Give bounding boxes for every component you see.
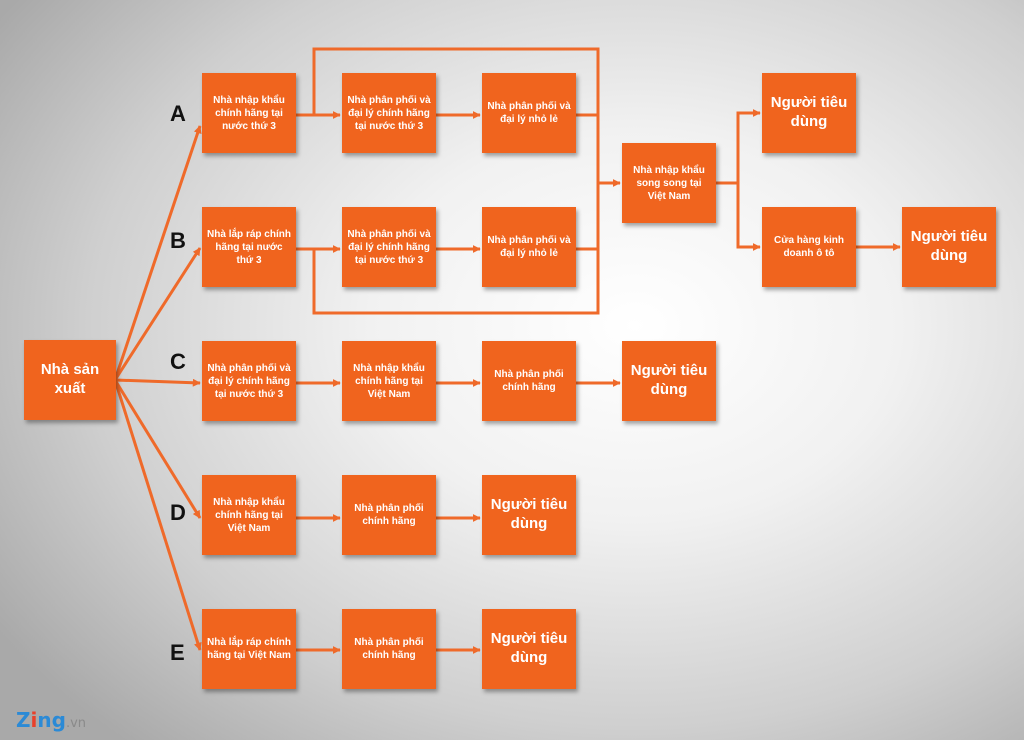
row-e-official-distributor: Nhà phân phối chính hãng	[342, 609, 436, 689]
row-e-consumer: Người tiêu dùng	[482, 609, 576, 689]
label-a: A	[170, 101, 186, 126]
row-c-importer-vietnam: Nhà nhập khẩu chính hãng tại Việt Nam	[342, 341, 436, 421]
row-b-distributor-third-country: Nhà phân phối và đại lý chính hãng tại n…	[342, 207, 436, 287]
producer-box: Nhà sản xuất	[24, 340, 116, 420]
arrow-to-dealer	[736, 183, 761, 251]
row-c-consumer: Người tiêu dùng	[622, 341, 716, 421]
logo-z: Z	[16, 708, 31, 732]
label-d: D	[170, 500, 186, 525]
row-b-small-dealer: Nhà phân phối và đại lý nhỏ lẻ	[482, 207, 576, 287]
row-d-importer-vietnam: Nhà nhập khẩu chính hãng tại Việt Nam	[202, 475, 296, 555]
logo-i: i	[30, 708, 38, 732]
consumer-box-top: Người tiêu dùng	[762, 73, 856, 153]
row-a-distributor-third-country: Nhà phân phối và đại lý chính hãng tại n…	[342, 73, 436, 153]
row-c-official-distributor: Nhà phân phối chính hãng	[482, 341, 576, 421]
label-c: C	[170, 349, 186, 374]
label-b: B	[170, 228, 186, 253]
row-b-assembler-third-country: Nhà lắp ráp chính hãng tại nước thứ 3	[202, 207, 296, 287]
zing-logo: Zing.vn	[16, 708, 86, 732]
parallel-importer-box: Nhà nhập khẩu song song tại Việt Nam	[622, 143, 716, 223]
row-c-distributor-third-country: Nhà phân phối và đại lý chính hãng tại n…	[202, 341, 296, 421]
row-a-importer-third-country: Nhà nhập khẩu chính hãng tại nước thứ 3	[202, 73, 296, 153]
label-e: E	[170, 640, 185, 665]
car-dealer-box: Cửa hàng kinh doanh ô tô	[762, 207, 856, 287]
row-a-small-dealer: Nhà phân phối và đại lý nhỏ lẻ	[482, 73, 576, 153]
row-d-consumer: Người tiêu dùng	[482, 475, 576, 555]
consumer-box-dealer: Người tiêu dùng	[902, 207, 996, 287]
arrow-producer-to-b	[113, 247, 202, 381]
arrow-producer-to-e	[113, 379, 202, 651]
row-e-assembler-vietnam: Nhà lắp ráp chính hãng tại Việt Nam	[202, 609, 296, 689]
arrow-producer-to-d	[113, 379, 202, 519]
logo-vn: .vn	[65, 716, 87, 731]
row-d-official-distributor: Nhà phân phối chính hãng	[342, 475, 436, 555]
arrow-to-consumer-top	[736, 109, 761, 183]
arrow-producer-to-c	[114, 378, 201, 387]
arrow-producer-to-a	[113, 125, 202, 381]
logo-ng: ng	[37, 708, 66, 732]
